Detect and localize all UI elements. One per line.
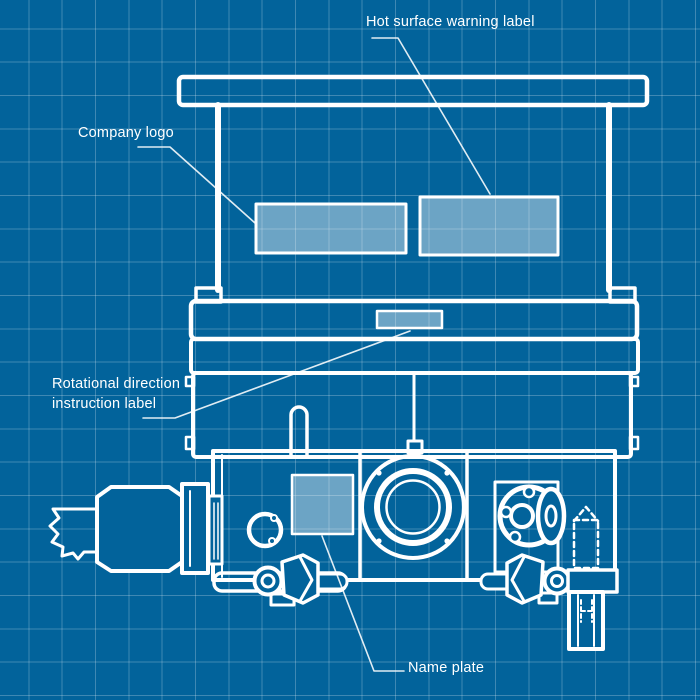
name-plate xyxy=(290,473,355,536)
right-drain-valve xyxy=(479,553,572,605)
exhaust-elbow xyxy=(566,505,619,651)
purge-port xyxy=(246,511,284,549)
left-drain-valve xyxy=(252,553,349,607)
cable xyxy=(48,507,102,561)
plug-rings xyxy=(207,494,224,566)
top-plate xyxy=(176,74,650,108)
exhaust-pipe xyxy=(567,590,605,651)
leader-name-plate xyxy=(321,535,405,672)
leader-company-logo xyxy=(137,146,256,224)
leader-rotational xyxy=(142,330,411,419)
plug-body xyxy=(95,485,184,573)
leader-lines xyxy=(137,37,491,672)
cooling-flange xyxy=(497,484,567,548)
hot-surface-warning-plate xyxy=(418,195,560,257)
rotational-direction-callout: Rotational direction instruction label xyxy=(52,376,181,412)
name-plate-callout: Name plate xyxy=(408,660,485,676)
vent-slot xyxy=(289,405,309,458)
hot-surface-warning-callout: Hot surface warning label xyxy=(366,14,535,30)
hidden-fitting xyxy=(572,505,600,523)
rotational-label-plate xyxy=(375,309,444,330)
company-logo-plate xyxy=(254,202,408,255)
leader-hot-surface xyxy=(371,37,491,195)
hinge-knuckles xyxy=(184,375,640,451)
plug-flange xyxy=(180,482,210,575)
company-logo-callout: Company logo xyxy=(78,125,174,141)
power-connector xyxy=(48,482,224,575)
inlet-flange xyxy=(360,454,466,560)
mid-band xyxy=(189,337,640,375)
